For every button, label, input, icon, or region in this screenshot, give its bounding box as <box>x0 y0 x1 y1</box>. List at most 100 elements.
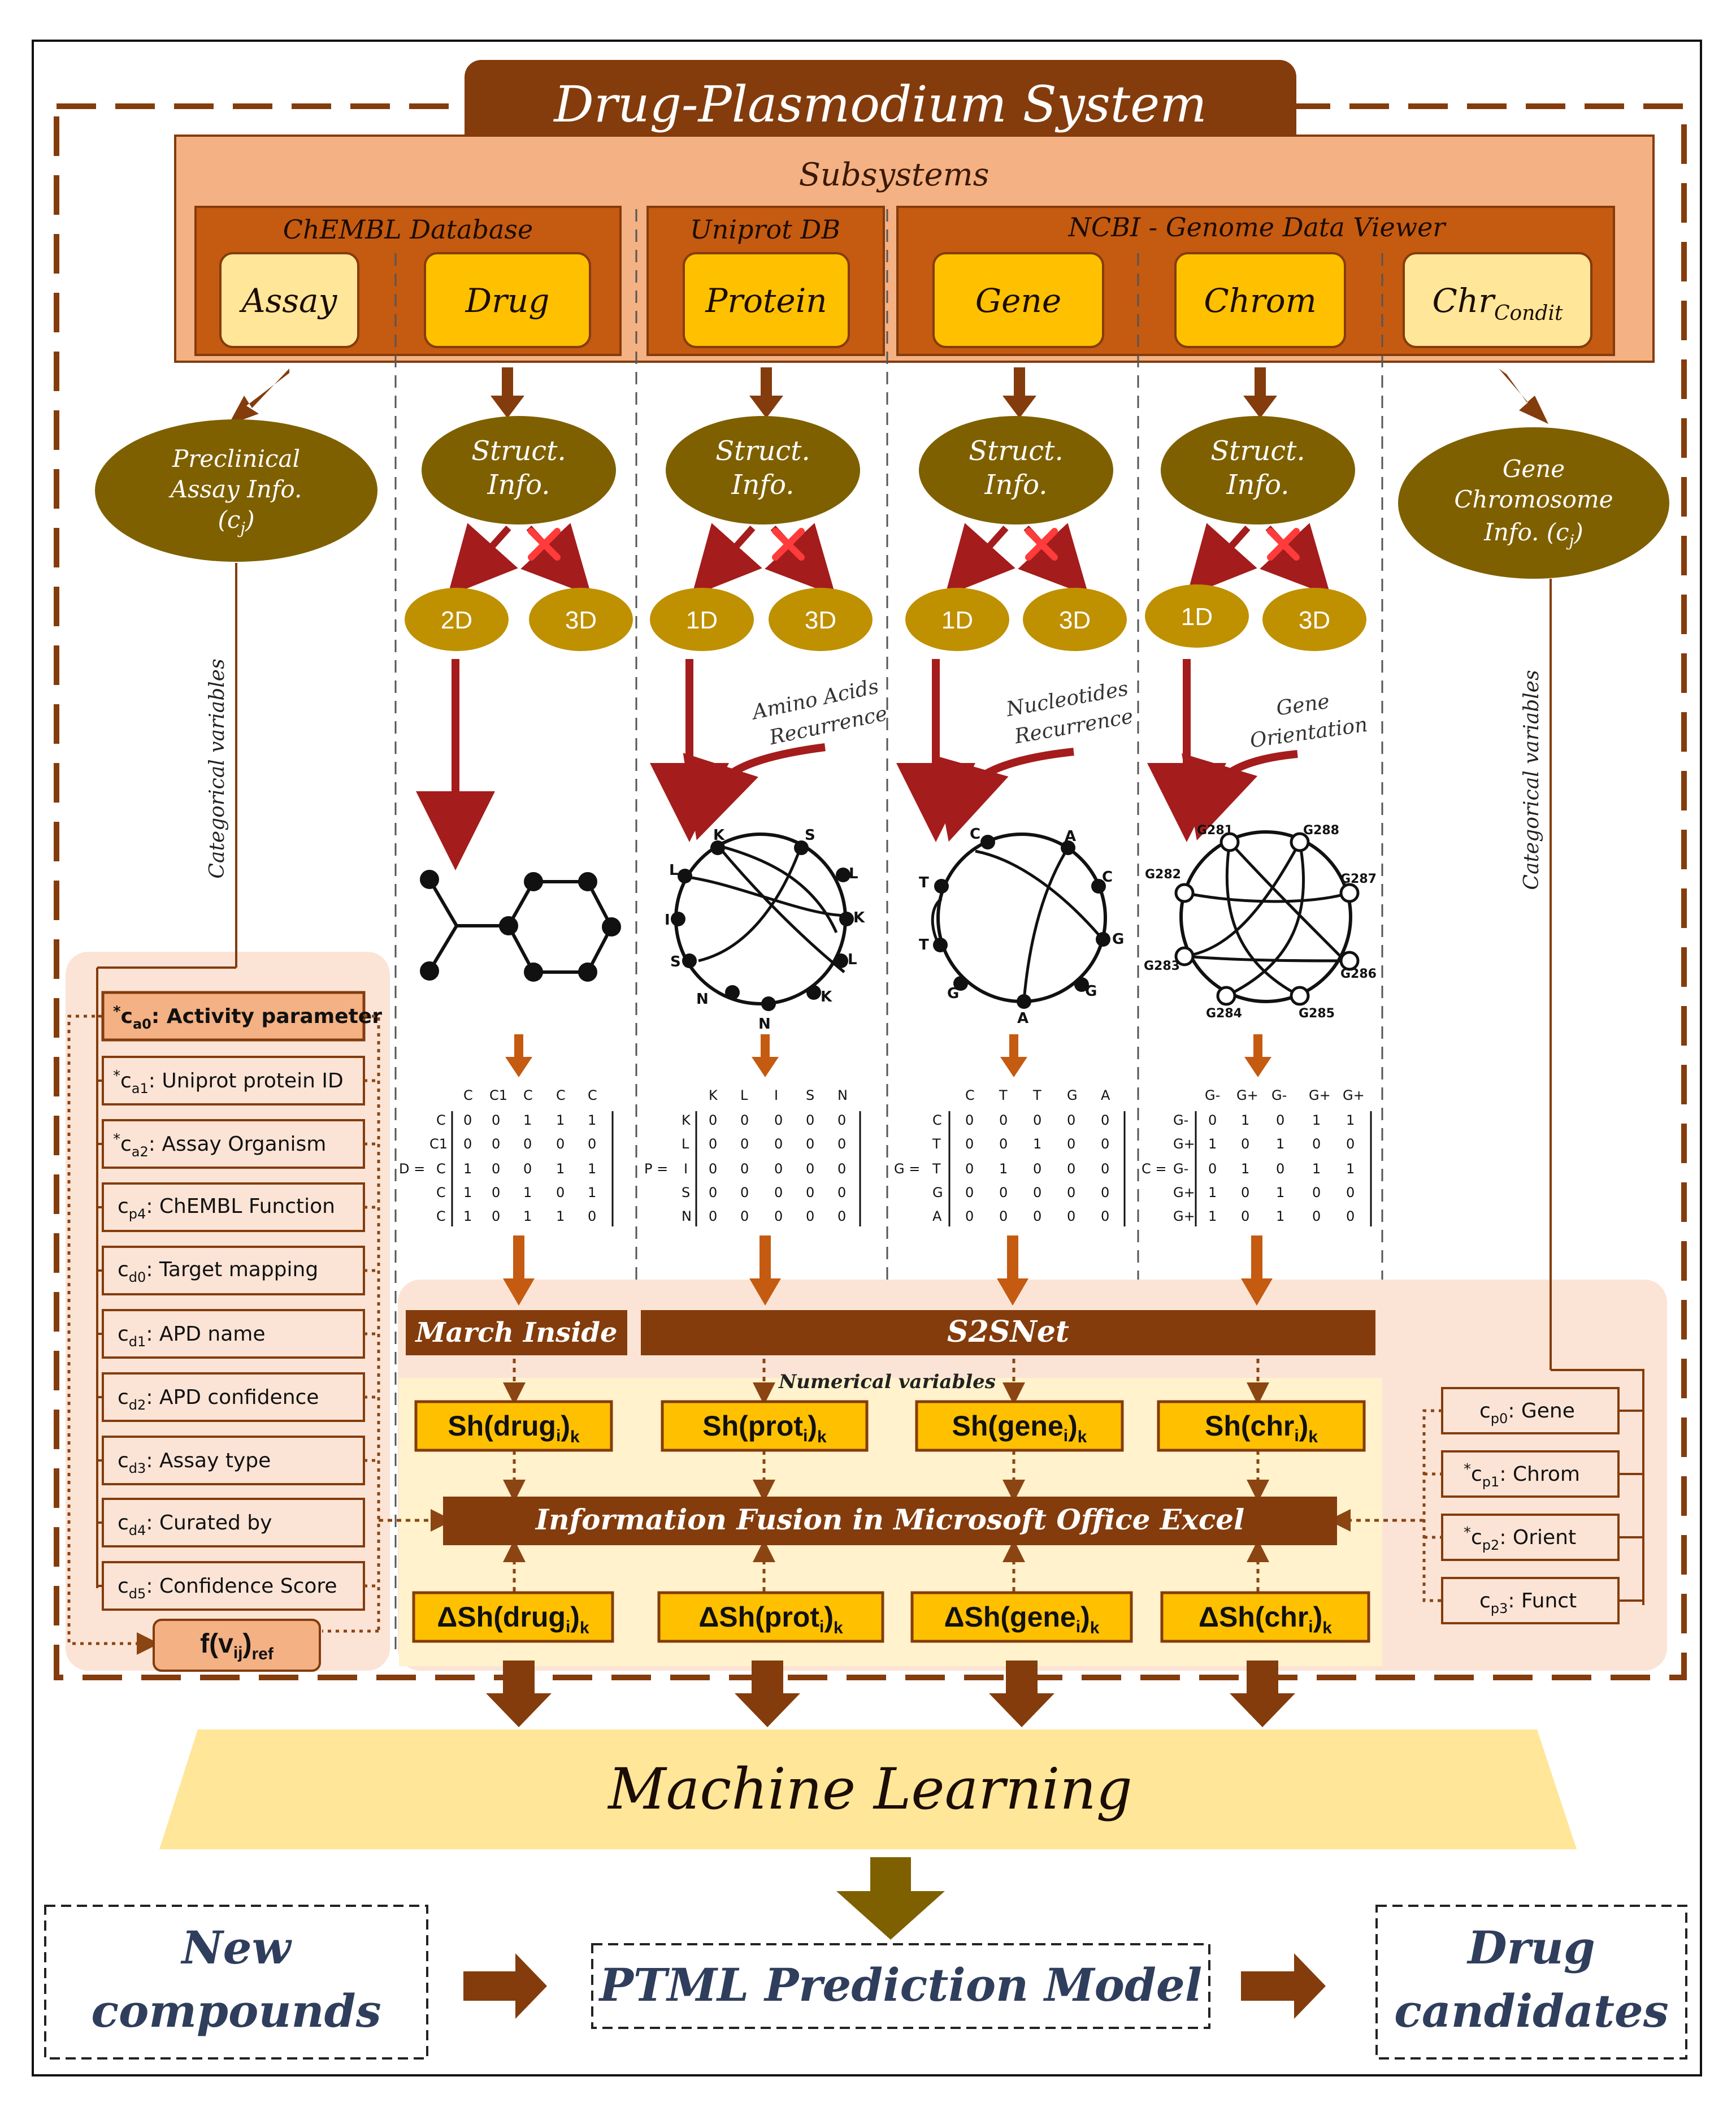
chrom-node-3: G287 <box>1340 872 1377 886</box>
lv8-text: : Curated by <box>146 1511 272 1534</box>
fref-ref: ref <box>251 1645 274 1663</box>
box-assay: Assay <box>219 252 359 348</box>
md-v22: 0 <box>523 1161 532 1177</box>
dsh-boxes: ΔSh(drugi)k ΔSh(proti)k ΔSh(genei)k ΔSh(… <box>412 1591 1370 1643</box>
md-v44: 0 <box>588 1208 596 1224</box>
mg-v44: 0 <box>1101 1208 1109 1224</box>
svg-text:*cp2: Orient: *cp2: Orient <box>1464 1524 1576 1553</box>
rv1-c: c <box>1471 1463 1482 1486</box>
md-v23: 1 <box>556 1161 565 1177</box>
chrom-node-4: G283 <box>1144 959 1180 973</box>
mc-v13: 0 <box>1312 1136 1321 1152</box>
mc-col-4: G+ <box>1343 1087 1365 1103</box>
struct-info-protein: Struct. Info. <box>666 416 860 524</box>
rv2-text: : Orient <box>1499 1526 1576 1549</box>
dim-protein-1d: 1D <box>686 606 718 634</box>
md-v00: 0 <box>463 1112 472 1128</box>
matrix-chrom-label: C = <box>1142 1161 1167 1177</box>
mc-row-3: G+ <box>1173 1185 1195 1200</box>
svg-text:Sh(proti)k: Sh(proti)k <box>702 1410 827 1446</box>
mp-row-2: I <box>684 1161 688 1177</box>
mp-v42: 0 <box>774 1208 783 1224</box>
prot-node-2: L <box>669 862 679 879</box>
left-categorical-label: Categorical variables <box>206 658 229 878</box>
mg-row-4: A <box>932 1208 942 1224</box>
fref-f: f(v <box>200 1629 233 1659</box>
matrix-to-method-arrows <box>503 1235 1273 1306</box>
source-uniprot: Uniprot DB <box>690 214 840 245</box>
fusion-bar <box>443 1497 1337 1545</box>
gcinfo-c: Info. (c <box>1483 518 1569 546</box>
dim-drug-3d: 3D <box>565 606 597 634</box>
sh-prot-base: Sh(prot <box>702 1410 803 1442</box>
md-col-4: C <box>588 1087 597 1103</box>
dim-drug-2d: 2D <box>441 606 472 634</box>
mc-row-0: G- <box>1173 1112 1188 1128</box>
mg-col-1: T <box>999 1087 1008 1103</box>
mc-v34: 0 <box>1346 1185 1355 1200</box>
lv2-sub: a2 <box>132 1144 149 1160</box>
lv6-text: : APD confidence <box>146 1386 319 1409</box>
mc-v02: 0 <box>1276 1112 1284 1128</box>
sh-chr-k: k <box>1308 1428 1318 1446</box>
mc-v11: 0 <box>1241 1136 1249 1152</box>
prot-node-0: K <box>713 827 725 844</box>
svg-text:cp4: ChEMBL Function: cp4: ChEMBL Function <box>118 1195 335 1222</box>
dsh-drug-k: k <box>580 1619 589 1637</box>
ml-to-model-arrow <box>836 1857 945 1940</box>
gcinfo-line2: Chromosome <box>1454 485 1613 513</box>
mg-v21: 1 <box>999 1161 1008 1177</box>
gene-chromosome-ellipse <box>1398 427 1669 579</box>
mc-v14: 0 <box>1346 1136 1355 1152</box>
mp-v13: 0 <box>806 1136 814 1152</box>
svg-text:(cj): (cj) <box>218 506 255 537</box>
lv1-sub: a1 <box>132 1081 149 1096</box>
svg-text:*ca2: Assay Organism: *ca2: Assay Organism <box>113 1131 326 1160</box>
sh-drug-sub: i <box>556 1427 561 1445</box>
gene-node-5: T <box>919 937 929 953</box>
mg-v20: 0 <box>965 1161 974 1177</box>
gcinfo-line1: Gene <box>1503 455 1565 483</box>
march-inside-label: March Inside <box>414 1317 617 1349</box>
mc-v04: 1 <box>1346 1112 1355 1128</box>
svg-text:GeneOrientation: GeneOrientation <box>1244 685 1369 752</box>
box-gene: Gene <box>932 252 1104 348</box>
mc-v42: 1 <box>1276 1208 1284 1224</box>
rv0-c: c <box>1479 1399 1491 1423</box>
mc-v21: 1 <box>1241 1161 1249 1177</box>
mp-v30: 0 <box>709 1185 717 1200</box>
arrow-new-to-model <box>463 1953 547 2019</box>
mp-v32: 0 <box>774 1185 783 1200</box>
svg-text:*cp1: Chrom: *cp1: Chrom <box>1464 1461 1580 1490</box>
gene-node-3: T <box>919 874 929 891</box>
mp-v02: 0 <box>774 1112 783 1128</box>
sh-boxes: Sh(drugi)k Sh(proti)k Sh(genei)k Sh(chri… <box>414 1400 1366 1452</box>
candidates-line2: candidates <box>1394 1984 1669 2037</box>
box-protein-label: Protein <box>705 281 827 320</box>
march-inside-bar <box>406 1310 627 1355</box>
mg-v03: 0 <box>1067 1112 1075 1128</box>
lv7-sub: d3 <box>129 1460 146 1476</box>
dsh-prot-base: ΔSh(prot <box>698 1601 819 1633</box>
note-chrom-2: Orientation <box>1248 713 1369 753</box>
mc-v31: 0 <box>1241 1185 1249 1200</box>
sh-chr-base: Sh(chr <box>1205 1410 1294 1442</box>
dsh-gene-end: ) <box>1080 1601 1090 1633</box>
svg-text:Sh(genei)k: Sh(genei)k <box>952 1410 1087 1446</box>
lv1-c: c <box>120 1069 132 1092</box>
mc-v12: 1 <box>1276 1136 1284 1152</box>
source-ncbi: NCBI - Genome Data Viewer <box>1068 212 1447 242</box>
lv2-c: c <box>120 1133 132 1156</box>
svg-text:ΔSh(proti)k: ΔSh(proti)k <box>698 1601 843 1637</box>
mp-v24: 0 <box>837 1161 846 1177</box>
matrix-gene: G = C T T G A C T T G A 0 0 0 0 0 0 0 1 … <box>894 1087 1126 1226</box>
sh-chr-end: ) <box>1299 1410 1309 1442</box>
fusion-label: Information Fusion in Microsoft Office E… <box>535 1503 1244 1536</box>
struct-drug-2: Info. <box>487 469 550 501</box>
outer-frame <box>32 40 1702 2076</box>
mp-v12: 0 <box>774 1136 783 1152</box>
lv5-text: : APD name <box>146 1323 265 1346</box>
struct-chrom-1: Struct. <box>1210 435 1305 467</box>
svg-text:Sh(chri)k: Sh(chri)k <box>1205 1410 1318 1446</box>
mc-v40: 1 <box>1208 1208 1217 1224</box>
